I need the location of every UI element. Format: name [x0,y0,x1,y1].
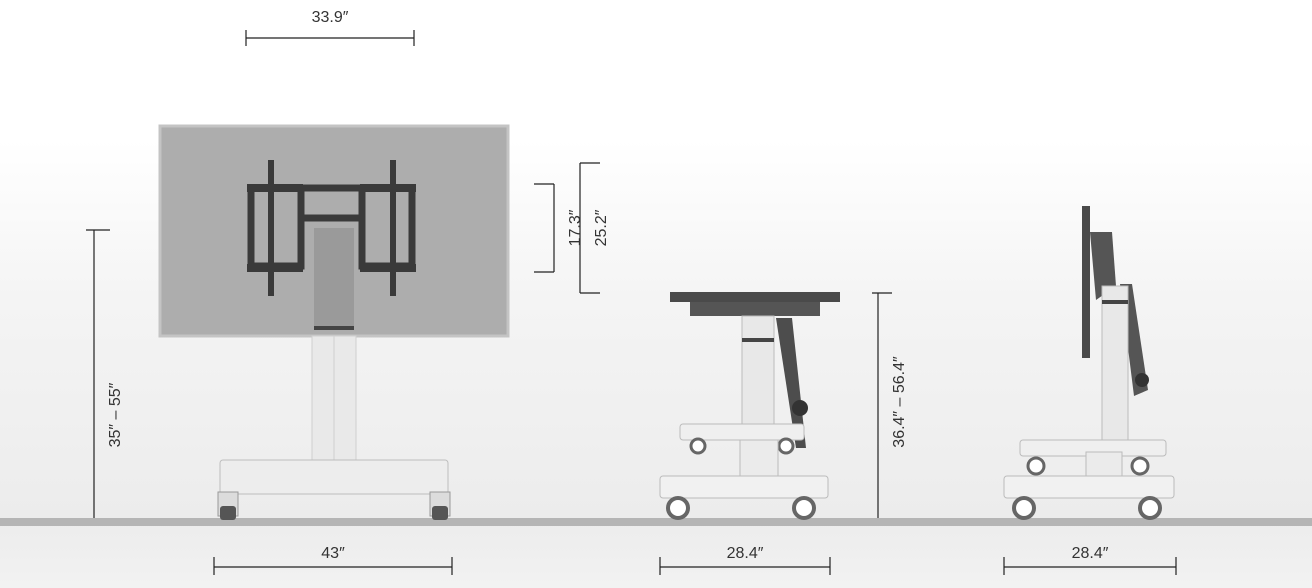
front-base-label: 43″ [321,545,345,562]
front-height-label: 35″ – 55″ [107,382,124,447]
floor-line [0,518,1312,526]
side-height-label: 36.4″ – 56.4″ [891,356,908,448]
front-view-stand [158,124,510,520]
side-base-label: 28.4″ [1072,545,1109,562]
table-top [670,292,840,302]
table-base-label: 28.4″ [727,545,764,562]
dimension-lines [86,30,1177,575]
display-side-edge [1082,206,1090,358]
stand-base [219,459,449,495]
vesa-inner-label: 17.3″ [567,209,584,246]
top-width-label: 33.9″ [312,9,349,26]
table-view-cart [659,292,840,520]
vesa-outer-label: 25.2″ [593,209,610,246]
side-view-stand [1003,206,1175,520]
